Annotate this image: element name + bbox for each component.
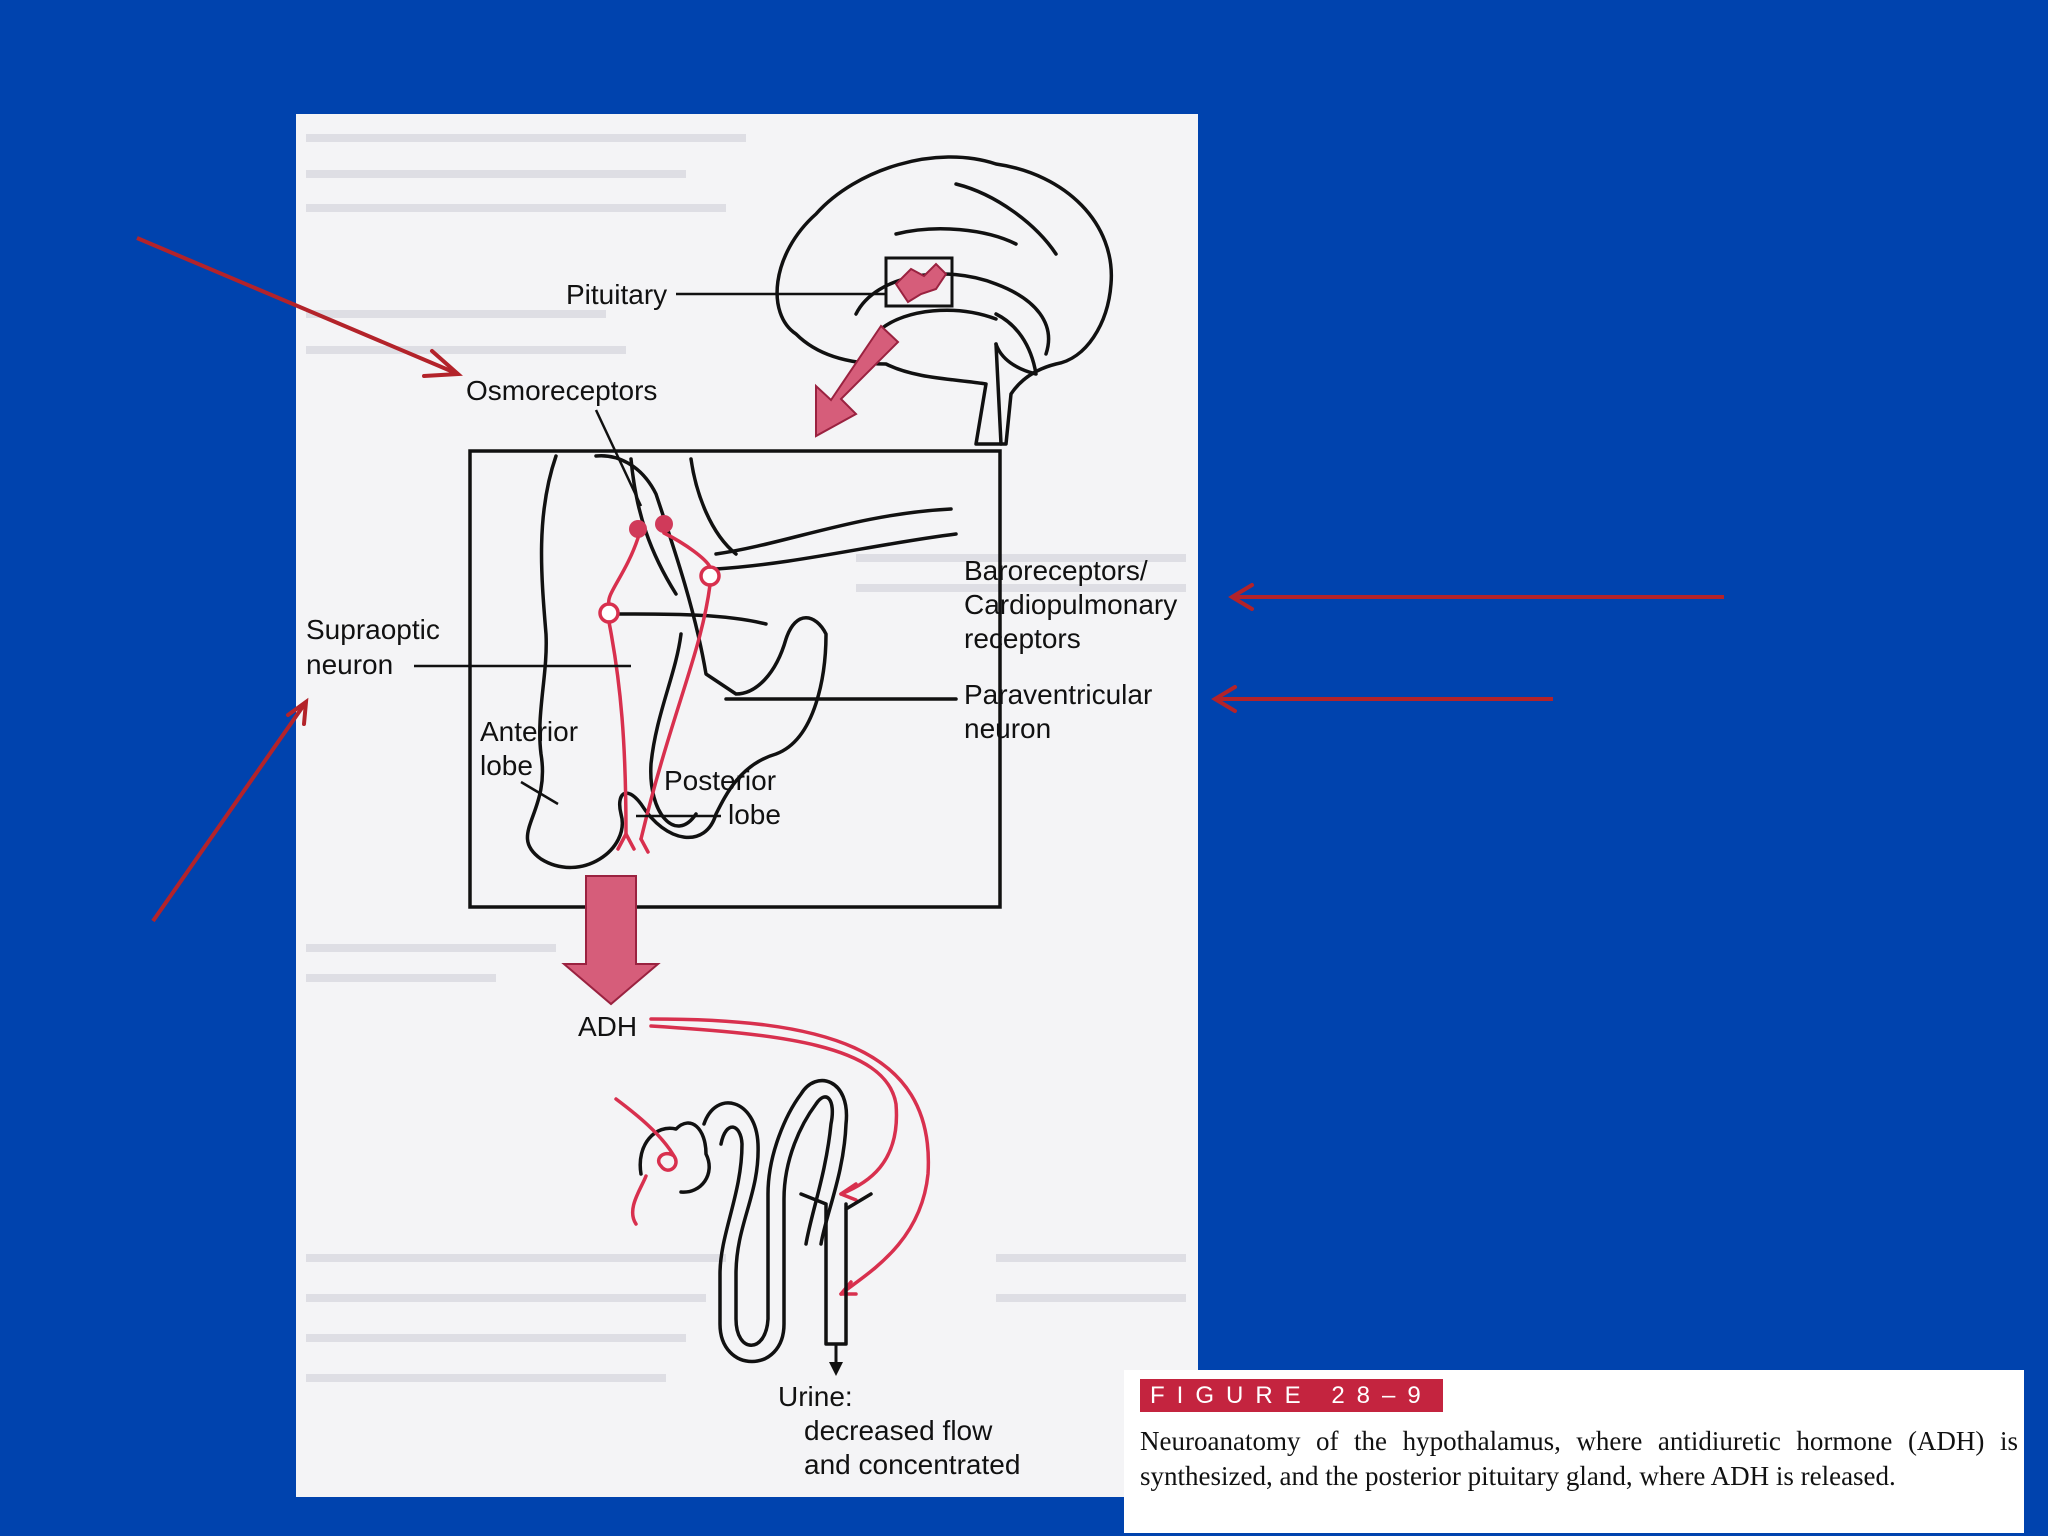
arrow-to-baroreceptors xyxy=(1228,583,1724,611)
label-urine-1: Urine: xyxy=(778,1381,853,1412)
adh-flow-1 xyxy=(649,1024,899,1196)
adh-flow-2 xyxy=(649,1017,931,1296)
arrow-to-supraoptic xyxy=(151,697,309,923)
brain-illustration xyxy=(775,155,1114,446)
zoom-arrow xyxy=(815,324,900,438)
neuroanatomy-diagram: Pituitary Osmoreceptors xyxy=(306,134,1186,1480)
label-paraventricular-1: Paraventricular xyxy=(964,679,1152,710)
label-adh: ADH xyxy=(578,1011,637,1042)
label-anterior-1: Anterior xyxy=(480,716,578,747)
label-pituitary: Pituitary xyxy=(566,279,667,310)
label-baroreceptors-2: Cardiopulmonary xyxy=(964,589,1177,620)
label-baroreceptors-3: receptors xyxy=(964,623,1081,654)
neurons xyxy=(598,515,721,854)
figure-panel: Pituitary Osmoreceptors xyxy=(296,114,1198,1497)
arrow-to-paraventricular xyxy=(1211,685,1553,713)
nephron-illustration xyxy=(614,1078,873,1376)
label-posterior-1: Posterior xyxy=(664,765,776,796)
anterior-leader xyxy=(520,780,559,806)
label-urine-2: decreased flow xyxy=(804,1415,993,1446)
background-text-lines xyxy=(306,134,1186,1382)
hypothalamus-box xyxy=(468,449,1002,909)
label-posterior-2: lobe xyxy=(728,799,781,830)
figure-caption: FIGURE 28–9 Neuroanatomy of the hypothal… xyxy=(1124,1370,2024,1533)
label-osmoreceptors: Osmoreceptors xyxy=(466,375,657,406)
label-supraoptic-2: neuron xyxy=(306,649,393,680)
figure-number-tag: FIGURE 28–9 xyxy=(1140,1379,1443,1412)
caption-text: Neuroanatomy of the hypothalamus, where … xyxy=(1140,1426,2018,1491)
label-anterior-2: lobe xyxy=(480,750,533,781)
label-baroreceptors-1: Baroreceptors/ xyxy=(964,555,1148,586)
label-urine-3: and concentrated xyxy=(804,1449,1020,1480)
label-paraventricular-2: neuron xyxy=(964,713,1051,744)
label-supraoptic-1: Supraoptic xyxy=(306,614,440,645)
adh-release-arrow xyxy=(561,875,661,1006)
